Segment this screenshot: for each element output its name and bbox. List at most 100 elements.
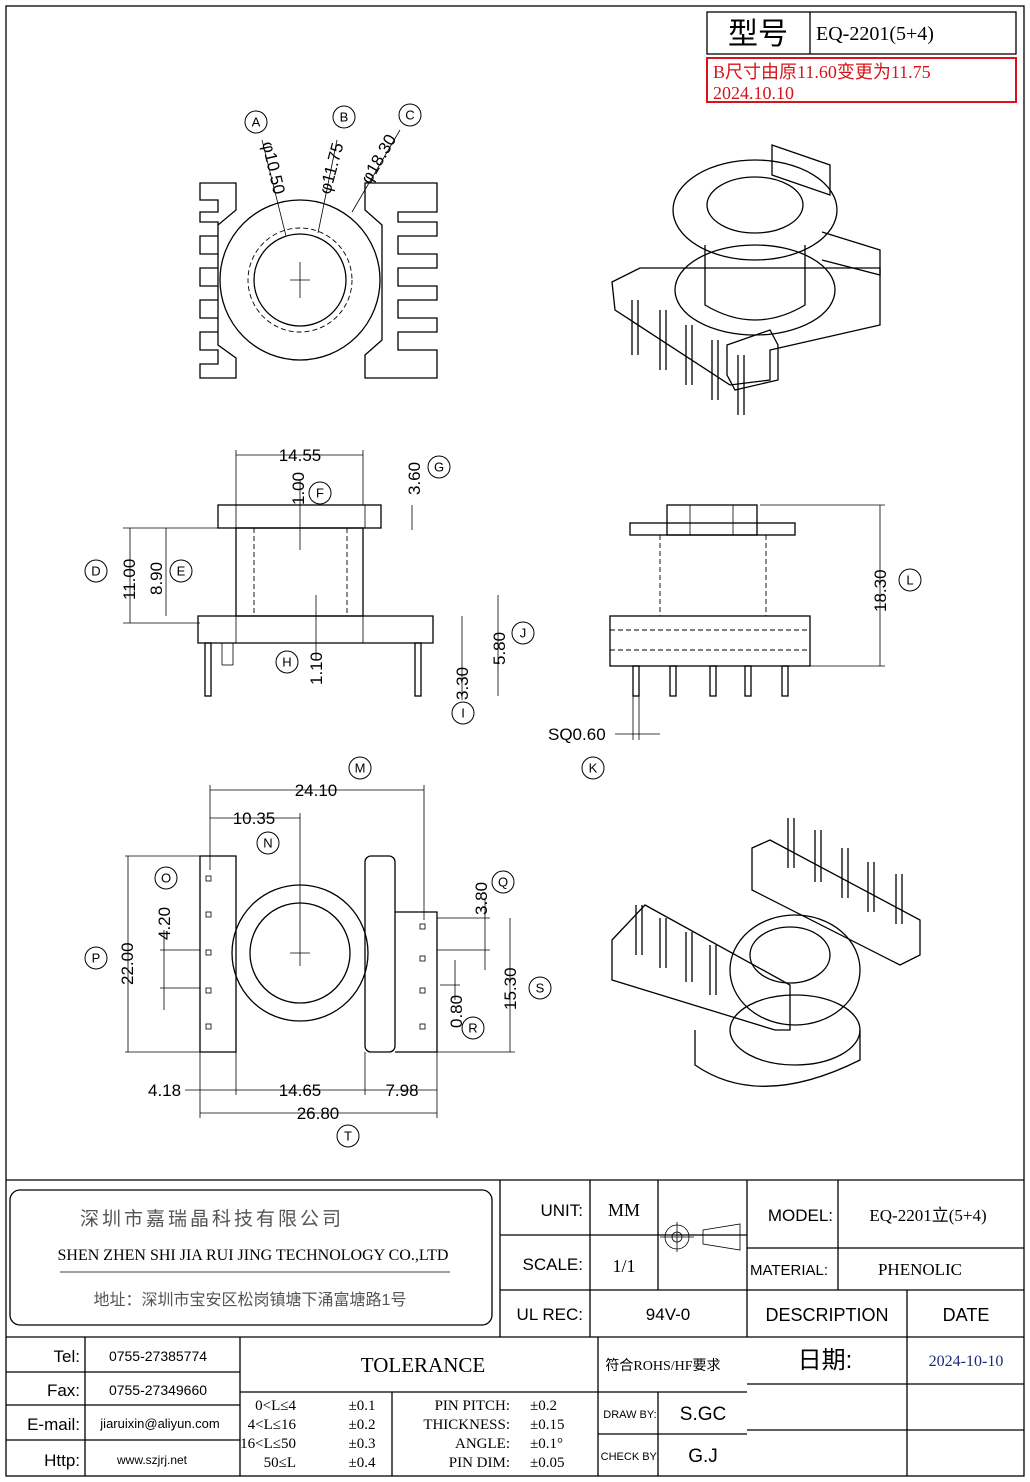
date-label-cn: 日期:: [798, 1347, 853, 1374]
tol-range: 50≤L: [264, 1455, 296, 1471]
dim-i: 3.30: [453, 667, 472, 700]
dim-b: φ11.75: [316, 141, 348, 196]
callout-l: L: [906, 573, 913, 588]
front-view: 18.30 L SQ0.60 K: [548, 504, 922, 780]
dim-t: 26.80: [297, 1104, 340, 1123]
unit-label: UNIT:: [541, 1201, 584, 1220]
callout-n: N: [263, 836, 272, 851]
tol-value: ±0.1: [349, 1398, 376, 1414]
unit-value: MM: [608, 1200, 640, 1220]
dim-k: SQ0.60: [548, 725, 606, 744]
spec-value: ±0.1°: [530, 1436, 563, 1452]
fax-label: Fax:: [47, 1381, 80, 1400]
fax-value: 0755-27349660: [109, 1382, 207, 1398]
tol-range: 4<L≤16: [248, 1417, 297, 1433]
material-label: MATERIAL:: [750, 1262, 828, 1279]
model-value: EQ-2201立(5+4): [869, 1206, 986, 1225]
callout-e: E: [177, 564, 186, 579]
check-by-value: G.J: [688, 1446, 718, 1467]
spec-value: ±0.15: [530, 1417, 564, 1433]
spec-name: ANGLE:: [455, 1436, 510, 1452]
sheet-border: [5, 5, 1025, 1477]
dim-left: 4.18: [148, 1081, 181, 1100]
http-value: www.szjrj.net: [116, 1453, 188, 1467]
callout-k: K: [589, 761, 598, 776]
tol-value: ±0.3: [349, 1436, 376, 1452]
check-by-label: CHECK BY:: [601, 1451, 660, 1463]
company-name-cn: 深圳市嘉瑞晶科技有限公司: [80, 1208, 344, 1230]
http-label: Http:: [44, 1451, 80, 1470]
model-box: 型号 EQ-2201(5+4): [706, 11, 1017, 55]
dim-p: 22.00: [118, 942, 137, 985]
material-value: PHENOLIC: [878, 1260, 962, 1279]
tolerance-label: TOLERANCE: [361, 1353, 485, 1377]
tel-label: Tel:: [54, 1347, 80, 1366]
callout-j: J: [520, 626, 527, 641]
isometric-view-top: [611, 144, 881, 415]
spec-value: ±0.05: [530, 1455, 564, 1471]
callout-q: Q: [498, 875, 508, 890]
scale-value: 1/1: [612, 1256, 635, 1276]
callout-s: S: [536, 981, 545, 996]
revision-note-line2: 2024.10.10: [713, 83, 794, 103]
date-label: DATE: [943, 1305, 990, 1325]
top-view: φ10.50 φ11.75 φ18.30 A B C: [199, 103, 438, 379]
email-value: jiaruixin@aliyun.com: [99, 1416, 219, 1431]
dim-right: 7.98: [385, 1081, 418, 1100]
dim-h: 1.10: [307, 652, 326, 685]
tol-range: 0<L≤4: [255, 1398, 296, 1414]
dim-top-width: 14.55: [279, 446, 322, 465]
ul-label: UL REC:: [517, 1305, 583, 1324]
pin-holes: [205, 875, 426, 1030]
dim-r: 0.80: [447, 995, 466, 1028]
callout-b: B: [340, 110, 349, 125]
callout-r: R: [468, 1021, 477, 1036]
company-address: 地址：深圳市宝安区松岗镇塘下涌富塘路1号: [94, 1291, 407, 1309]
draw-by-value: S.GC: [680, 1404, 726, 1425]
dim-e: 8.90: [147, 562, 166, 595]
tolerance-rows: 0<L≤4 ±0.1 4<L≤16 ±0.2 16<L≤50 ±0.3 50≤L…: [240, 1398, 376, 1471]
email-label: E-mail:: [27, 1415, 80, 1434]
title-block: 深圳市嘉瑞晶科技有限公司 SHEN ZHEN SHI JIA RUI JING …: [6, 1179, 1024, 1476]
dim-j: 5.80: [490, 632, 509, 665]
dim-c: φ18.30: [357, 131, 400, 187]
draw-by-label: DRAW BY:: [603, 1409, 656, 1421]
dim-s: 15.30: [501, 967, 520, 1010]
spec-name: PIN DIM:: [449, 1455, 510, 1471]
bottom-view: 24.10 10.35 22.00 4.20 3.80 15.30 0.80 4…: [84, 756, 552, 1148]
callout-h: H: [282, 655, 291, 670]
isometric-view-bottom: [611, 818, 921, 1087]
scale-label: SCALE:: [523, 1255, 583, 1274]
dim-m: 24.10: [295, 781, 338, 800]
callout-m: M: [355, 761, 366, 776]
model-box-value: EQ-2201(5+4): [816, 23, 934, 45]
dim-n: 10.35: [233, 809, 276, 828]
callout-o: O: [161, 871, 171, 886]
spec-value: ±0.2: [530, 1398, 557, 1414]
dim-q: 3.80: [472, 882, 491, 915]
ul-value: 94V-0: [646, 1305, 690, 1324]
company-panel: [9, 1189, 493, 1326]
callout-t: T: [344, 1129, 352, 1144]
tol-value: ±0.4: [349, 1455, 376, 1471]
callout-p: P: [92, 951, 101, 966]
tolerance-specs: PIN PITCH: ±0.2 THICKNESS: ±0.15 ANGLE: …: [423, 1398, 564, 1471]
revision-note-line1: B尺寸由原11.60变更为11.75: [713, 62, 931, 82]
spec-name: PIN PITCH:: [435, 1398, 510, 1414]
company-name-en: SHEN ZHEN SHI JIA RUI JING TECHNOLOGY CO…: [58, 1247, 449, 1264]
dim-d: 11.00: [120, 559, 139, 600]
description-label: DESCRIPTION: [765, 1305, 888, 1325]
revision-note: B尺寸由原11.60变更为11.75 2024.10.10: [706, 57, 1017, 103]
side-view: 14.55 1.00 3.60 11.00 8.90 1.10 3.30 5.8…: [84, 446, 535, 725]
callout-f: F: [316, 486, 324, 501]
callout-g: G: [434, 460, 444, 475]
callout-c: C: [405, 108, 414, 123]
dim-g: 3.60: [405, 462, 424, 495]
callout-d: D: [91, 564, 100, 579]
rohs-note: 符合ROHS/HF要求: [605, 1358, 720, 1374]
dim-o: 4.20: [155, 907, 174, 940]
spec-name: THICKNESS:: [423, 1417, 510, 1433]
date-value: 2024-10-10: [929, 1353, 1004, 1370]
